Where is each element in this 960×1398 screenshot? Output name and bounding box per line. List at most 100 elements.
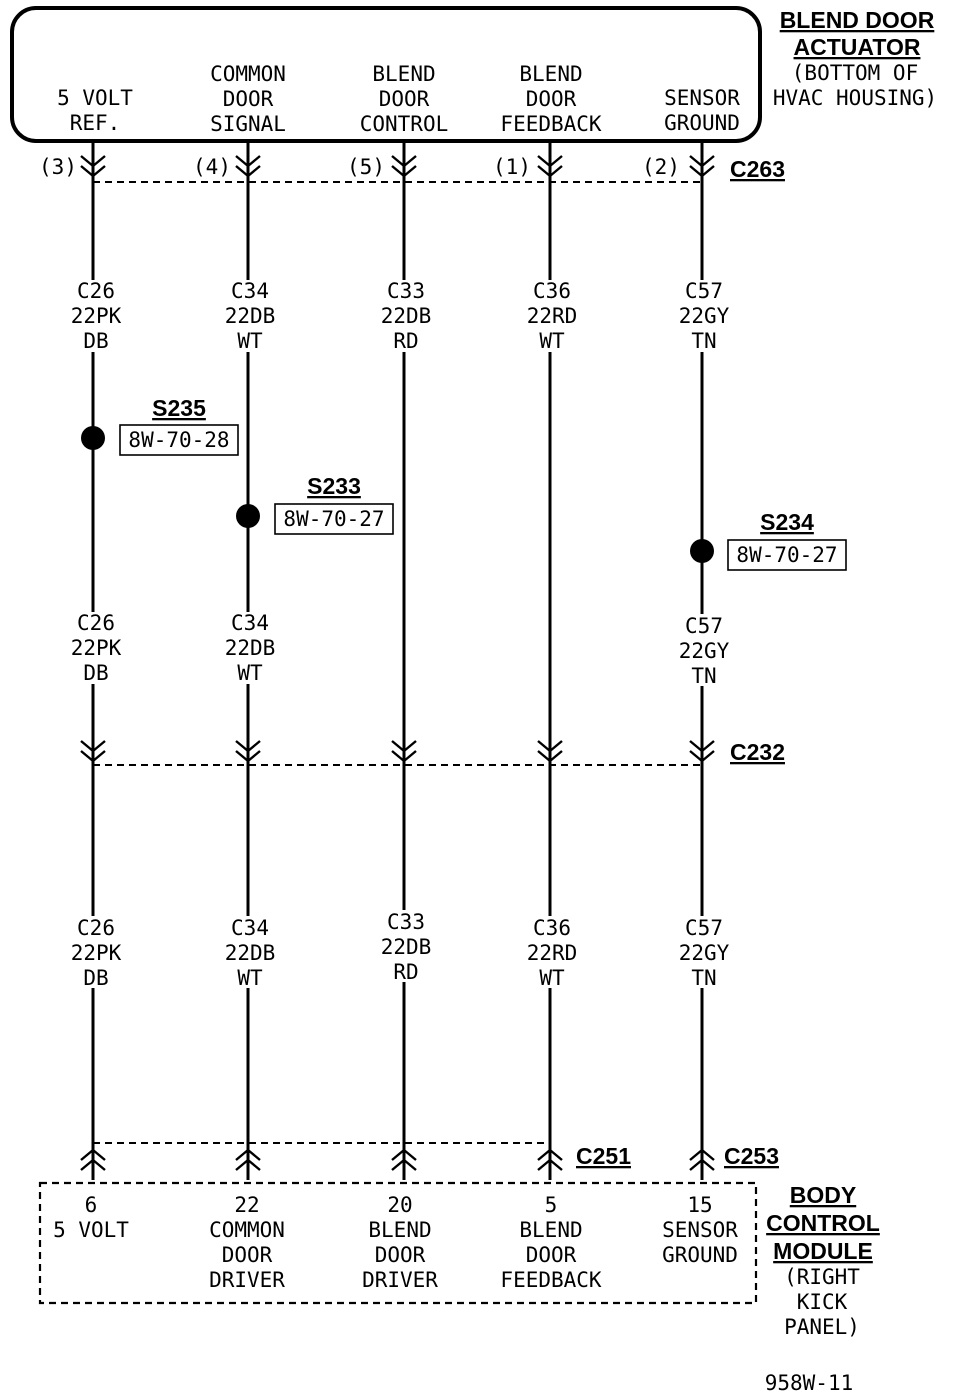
bcm-terminal-label: DRIVER bbox=[362, 1268, 438, 1292]
wire-code: 22DB bbox=[225, 941, 276, 965]
bcm-terminal-label: FEEDBACK bbox=[500, 1268, 602, 1292]
bcm-terminal-label: COMMON bbox=[209, 1218, 285, 1242]
wire-code: C34 bbox=[231, 611, 269, 635]
c232-symbol bbox=[80, 740, 715, 763]
bcm-terminal-label: 5 bbox=[545, 1193, 558, 1217]
s233-ref-box bbox=[274, 503, 394, 535]
actuator-subtitle-line2: HVAC HOUSING) bbox=[773, 86, 937, 110]
wire-code: 22RD bbox=[527, 941, 578, 965]
bcm-terminal-label: 20 bbox=[387, 1193, 412, 1217]
actuator-terminal-label: SENSOR bbox=[664, 86, 740, 110]
wire-code: C36 bbox=[533, 279, 571, 303]
connector-c232-label: C232 bbox=[730, 739, 785, 765]
actuator-terminal-label: FEEDBACK bbox=[500, 112, 602, 136]
c263-pin: (2) bbox=[642, 155, 680, 179]
actuator-terminal-label: BLEND bbox=[519, 62, 582, 86]
wire-code: TN bbox=[691, 966, 716, 990]
wire-code: C26 bbox=[77, 916, 115, 940]
wire-code: 22DB bbox=[225, 304, 276, 328]
bcm-title-line2: CONTROL bbox=[766, 1210, 880, 1236]
bcm-terminal-label: GROUND bbox=[662, 1243, 738, 1267]
wire-code: TN bbox=[691, 329, 716, 353]
wire-code: C36 bbox=[533, 916, 571, 940]
splice-s235-ref: 8W-70-28 bbox=[128, 428, 229, 452]
splice-s233-dot bbox=[236, 504, 260, 528]
bcm-terminal-label: SENSOR bbox=[662, 1218, 738, 1242]
bcm-subtitle-line3: PANEL) bbox=[784, 1315, 860, 1339]
wire-code: C26 bbox=[77, 279, 115, 303]
wire-code: C57 bbox=[685, 614, 723, 638]
wire-code: C34 bbox=[231, 279, 269, 303]
wire-code: C57 bbox=[685, 916, 723, 940]
bcm-terminal-label: 15 bbox=[687, 1193, 712, 1217]
splice-s235-dot bbox=[81, 426, 105, 450]
wire-code: DB bbox=[83, 661, 108, 685]
wire-code: WT bbox=[539, 329, 565, 353]
wire-code: C33 bbox=[387, 910, 425, 934]
wire-code: WT bbox=[237, 329, 263, 353]
actuator-terminal-label: 5 VOLT bbox=[57, 86, 133, 110]
wire-code: 22GY bbox=[679, 941, 730, 965]
actuator-terminal-label: GROUND bbox=[664, 111, 740, 135]
blend-door-actuator-box bbox=[10, 6, 762, 143]
bcm-subtitle-line2: KICK bbox=[797, 1290, 848, 1314]
actuator-terminal-label: BLEND bbox=[372, 62, 435, 86]
connector-c253-label: C253 bbox=[724, 1143, 779, 1169]
lower-wire-codes: C26 22PK DB C34 22DB WT C33 22DB RD C36 … bbox=[68, 910, 730, 990]
wire-code: C57 bbox=[685, 279, 723, 303]
c263-pin: (1) bbox=[493, 155, 531, 179]
wire-code: 22GY bbox=[679, 639, 730, 663]
wire-code: 22DB bbox=[225, 636, 276, 660]
wire-code: DB bbox=[83, 966, 108, 990]
bcm-terminal-label: DRIVER bbox=[209, 1268, 285, 1292]
wire-code: 22DB bbox=[381, 935, 432, 959]
splice-s234-dot bbox=[690, 539, 714, 563]
bcm-terminal-label: DOOR bbox=[222, 1243, 273, 1267]
actuator-subtitle-line1: (BOTTOM OF bbox=[792, 61, 918, 85]
splice-s233-ref: 8W-70-27 bbox=[283, 507, 384, 531]
splice-s235-label: S235 bbox=[152, 395, 206, 421]
splice-s234-ref: 8W-70-27 bbox=[736, 543, 837, 567]
connector-c263-label: C263 bbox=[730, 156, 785, 182]
bcm-title-line3: MODULE bbox=[773, 1238, 873, 1264]
body-control-module-box bbox=[38, 1181, 758, 1305]
c253-symbol bbox=[689, 1148, 715, 1171]
splice-s234-label: S234 bbox=[760, 509, 814, 535]
wire-code: RD bbox=[393, 329, 418, 353]
wire-code: 22PK bbox=[71, 941, 122, 965]
actuator-title-line1: BLEND DOOR bbox=[780, 7, 935, 33]
wire-code: 22PK bbox=[71, 636, 122, 660]
figure-id: 958W-11 bbox=[765, 1371, 854, 1395]
wire-code: C33 bbox=[387, 279, 425, 303]
wire-code: 22DB bbox=[381, 304, 432, 328]
actuator-title-line2: ACTUATOR bbox=[794, 34, 921, 60]
wire-code: WT bbox=[237, 966, 263, 990]
wire-code: WT bbox=[237, 661, 263, 685]
s235-ref-box bbox=[119, 424, 239, 456]
wire-code: TN bbox=[691, 664, 716, 688]
wire-code: WT bbox=[539, 966, 565, 990]
actuator-terminal-label: CONTROL bbox=[360, 112, 449, 136]
actuator-terminal-label: DOOR bbox=[223, 87, 274, 111]
s234-ref-box bbox=[727, 539, 847, 571]
c263-pin: (4) bbox=[193, 155, 231, 179]
upper-wire-codes: C26 22PK DB C34 22DB WT C33 22DB RD C36 … bbox=[68, 279, 730, 353]
actuator-terminal-label: DOOR bbox=[526, 87, 577, 111]
splice-s233-label: S233 bbox=[307, 473, 361, 499]
bcm-terminal-label: 6 bbox=[85, 1193, 98, 1217]
actuator-terminal-label: REF. bbox=[70, 111, 121, 135]
bcm-terminal-label: DOOR bbox=[526, 1243, 577, 1267]
bcm-subtitle-line1: (RIGHT bbox=[784, 1265, 860, 1289]
actuator-terminal-label: COMMON bbox=[210, 62, 286, 86]
wire-code: RD bbox=[393, 960, 418, 984]
middle-wire-codes: C26 22PK DB C34 22DB WT C57 22GY TN bbox=[68, 611, 730, 688]
actuator-terminal-label: SIGNAL bbox=[210, 112, 286, 136]
wire-code: 22GY bbox=[679, 304, 730, 328]
wire-code: C34 bbox=[231, 916, 269, 940]
bcm-terminal-label: BLEND bbox=[368, 1218, 431, 1242]
connector-c251-label: C251 bbox=[576, 1143, 631, 1169]
c251-symbol bbox=[80, 1148, 563, 1171]
wire-code: 22PK bbox=[71, 304, 122, 328]
wire-code: 22RD bbox=[527, 304, 578, 328]
